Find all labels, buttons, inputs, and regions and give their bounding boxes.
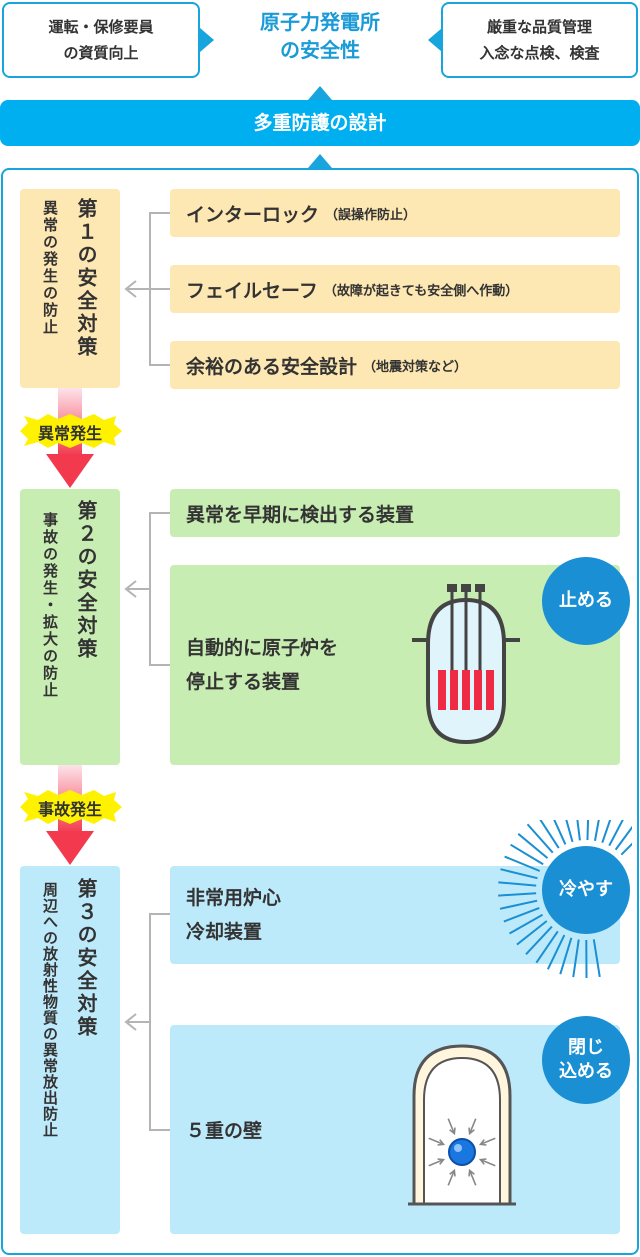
right-box: 厳重な品質管理 入念な点検、検査 [441, 2, 638, 78]
ray [592, 939, 601, 978]
arrow-up-icon [308, 154, 332, 168]
arrow-left-icon [428, 28, 442, 52]
stage1-panel [20, 189, 120, 388]
stage1-item-failsafe: フェイルセーフ （故障が起きても安全側へ作動） [170, 265, 620, 313]
page-title: 原子力発電所 の安全性 [260, 10, 380, 62]
ray [593, 820, 600, 841]
stage2-desc: 事故の発生・拡大の防止 [41, 512, 59, 699]
stage2-name: 第２の安全対策 [74, 500, 98, 661]
badge-stop: 止める [542, 557, 630, 645]
arrow-up-icon [308, 86, 332, 100]
ray [565, 820, 574, 843]
ray [499, 899, 538, 910]
ray [503, 906, 540, 923]
ray [608, 820, 624, 847]
ray [510, 843, 544, 866]
inward-arrow [478, 1158, 496, 1167]
inward-arrow [428, 1158, 446, 1167]
left-box: 運転・保修要員 の資質向上 [2, 2, 200, 78]
ray [559, 937, 573, 975]
stage1-item-design: 余裕のある安全設計 （地震対策など） [170, 341, 620, 389]
ray [525, 925, 553, 956]
ray [517, 833, 549, 859]
badge-contain: 閉じ 込める [542, 1016, 630, 1104]
ray [500, 868, 538, 880]
stage2-item-detect: 異常を早期に検出する装置 [170, 489, 620, 537]
ray [516, 920, 548, 946]
ray [498, 892, 537, 897]
stage2-panel [20, 489, 120, 765]
event-accident: 事故発生 [37, 800, 102, 819]
inward-arrow [478, 1137, 496, 1146]
item-sub: （誤操作防止） [325, 207, 417, 223]
item-sub: （故障が起きても安全側へ作動） [323, 283, 519, 299]
inward-arrow [447, 1168, 456, 1186]
ray [535, 930, 559, 964]
stage1-desc: 異常の発生の防止 [41, 200, 59, 336]
ray [539, 820, 560, 849]
burst-icon [20, 414, 122, 448]
ray [498, 881, 537, 887]
arrow-right-icon [200, 28, 214, 52]
event-abnormal: 異常発生 [37, 424, 102, 443]
ray [553, 820, 567, 845]
ray [526, 823, 554, 854]
inward-arrow [468, 1168, 477, 1186]
stage3-desc: 周辺への放射性物質の異常放出防止 [41, 882, 59, 1138]
containment-icon [408, 1044, 516, 1206]
ray [601, 820, 612, 844]
defense-banner: 多重防護の設計 [0, 100, 640, 146]
stage3-name: 第３の安全対策 [74, 878, 98, 1039]
item-sub: （地震対策など） [363, 359, 468, 375]
burst-icon [20, 790, 122, 824]
inward-arrow [468, 1118, 477, 1136]
ray [504, 855, 541, 872]
cooling-rays-icon [498, 820, 632, 979]
stage1-name: 第１の安全対策 [74, 198, 98, 359]
item-main: 余裕のある安全設計 [186, 355, 358, 378]
ray [509, 913, 544, 935]
reactor-vessel-icon [412, 584, 520, 744]
badge-cool: 冷やす [542, 846, 630, 934]
stage3-panel [20, 866, 120, 1234]
ray [576, 820, 581, 841]
inward-arrow [447, 1118, 456, 1136]
ray [546, 934, 566, 970]
item-main: インターロック [186, 203, 320, 226]
ray [586, 820, 590, 841]
stage1-item-interlock: インターロック （誤操作防止） [170, 189, 620, 237]
item-main: フェイルセーフ [186, 279, 318, 302]
ray [614, 825, 632, 851]
ray [572, 939, 580, 978]
inward-arrow [428, 1137, 446, 1146]
ray [620, 842, 632, 856]
